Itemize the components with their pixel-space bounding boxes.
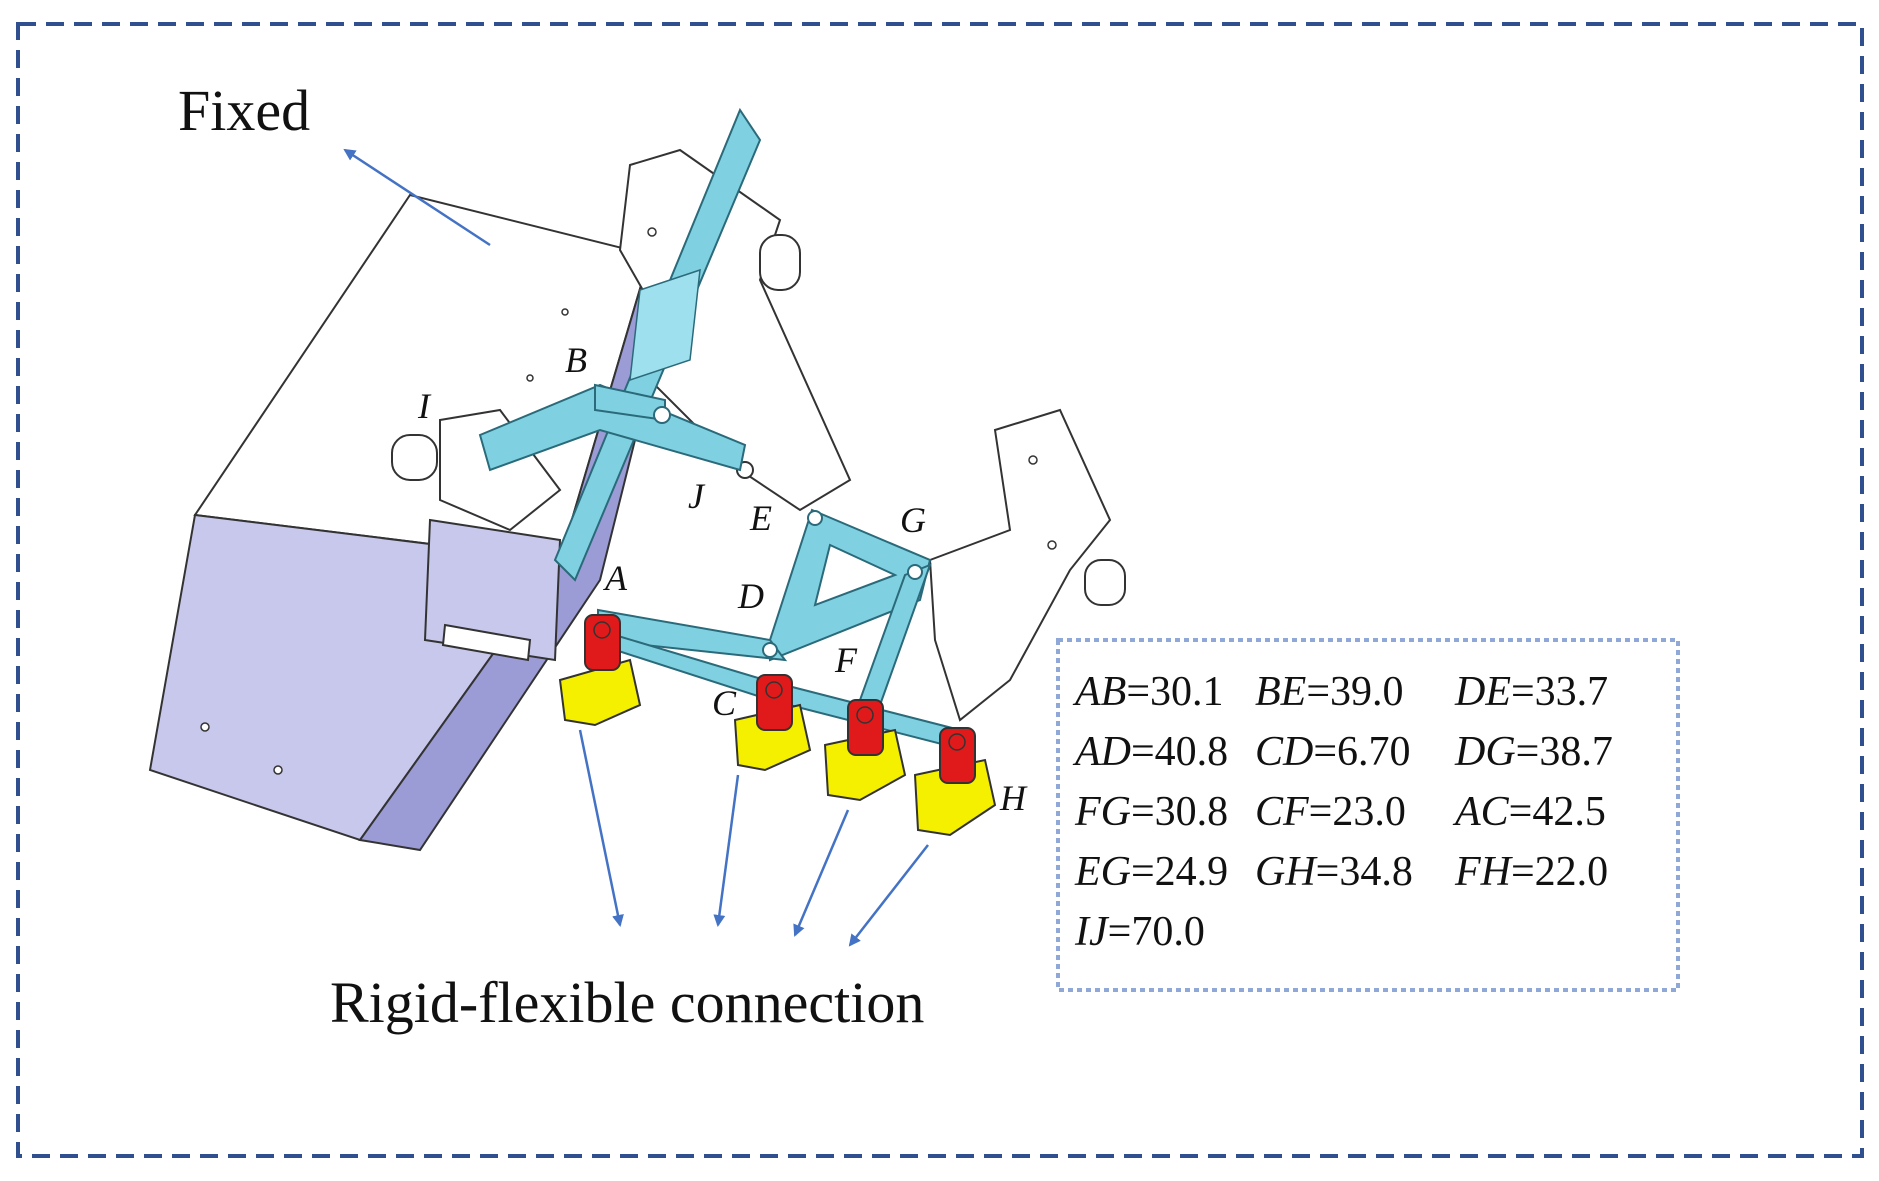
dimension-table-border (1056, 638, 1680, 992)
arrow-connection-h (848, 844, 929, 947)
dimension-value: =33.7 (1511, 669, 1608, 715)
point-label-d: D (737, 576, 764, 616)
dimension-value: =23.0 (1309, 789, 1406, 835)
dimension-ac: AC=42.5 (1452, 789, 1606, 835)
point-label-i: I (417, 386, 432, 426)
dimension-link-name: FG (1074, 789, 1131, 835)
dimension-cf: CF=23.0 (1255, 789, 1406, 835)
dimension-ab: AB=30.1 (1072, 669, 1224, 715)
point-label-h: H (999, 778, 1028, 818)
dimension-value: =30.8 (1131, 789, 1228, 835)
dimension-be: BE=39.0 (1255, 669, 1404, 715)
arrow-connection-f (793, 809, 850, 937)
arrow-fixed (343, 148, 491, 247)
left-gripper (391, 408, 562, 532)
dimension-link-name: GH (1255, 849, 1318, 895)
point-label-b: B (565, 340, 587, 380)
dimension-link-name: DG (1454, 729, 1516, 775)
point-label-c: C (712, 683, 737, 723)
dimension-link-name: FH (1454, 849, 1514, 895)
dimension-table: AB=30.1 BE=39.0 DE=33.7AD=40.8 CD=6.70 DG=38… (1072, 669, 1613, 955)
dimension-eg: EG=24.9 (1074, 849, 1228, 895)
dimension-value: =22.0 (1511, 849, 1608, 895)
dimension-link-name: CF (1255, 789, 1309, 835)
link-triangle-edg (769, 508, 932, 707)
label-fixed: Fixed (178, 78, 310, 143)
dimension-value: =40.8 (1131, 729, 1228, 775)
dimension-link-name: CD (1255, 729, 1313, 775)
pin-f (823, 699, 907, 802)
dimension-link-name: AB (1072, 669, 1126, 715)
blue-plate (553, 107, 762, 582)
dimension-fh: FH=22.0 (1454, 849, 1608, 895)
point-label-a: A (603, 558, 628, 598)
dimension-link-name: BE (1255, 669, 1306, 715)
dimension-link-name: DE (1454, 669, 1511, 715)
dimension-value: =6.70 (1313, 729, 1410, 775)
dimension-de: DE=33.7 (1454, 669, 1608, 715)
label-rigid-flexible-connection: Rigid-flexible connection (330, 970, 924, 1035)
pin-a (558, 614, 642, 727)
dimension-link-name: EG (1074, 849, 1131, 895)
dimension-fg: FG=30.8 (1074, 789, 1228, 835)
dimension-gh: GH=34.8 (1255, 849, 1413, 895)
dimension-value: =70.0 (1108, 909, 1205, 955)
upper-white-bracket (618, 148, 852, 512)
dimension-value: =38.7 (1516, 729, 1613, 775)
point-label-f: F (834, 640, 858, 680)
dimension-value: =34.8 (1316, 849, 1413, 895)
arrow-connection-a (578, 729, 624, 927)
link-ij (478, 383, 747, 472)
dimension-link-name: AD (1072, 729, 1131, 775)
dimension-value: =39.0 (1306, 669, 1403, 715)
dimension-link-name: IJ (1074, 909, 1110, 955)
point-label-e: E (749, 498, 772, 538)
dimension-dg: DG=38.7 (1454, 729, 1613, 775)
dimension-value: =24.9 (1131, 849, 1228, 895)
pin-h (913, 727, 997, 837)
point-label-g: G (900, 500, 926, 540)
dimension-link-name: AC (1452, 789, 1510, 835)
outer-dashed-frame (16, 22, 1864, 1158)
pin-c (733, 674, 812, 772)
dimension-value: =30.1 (1126, 669, 1223, 715)
dimension-value: =42.5 (1509, 789, 1606, 835)
dimension-cd: CD=6.70 (1255, 729, 1411, 775)
point-label-j: J (688, 476, 706, 516)
arrow-connection-c (713, 774, 740, 927)
dimension-ad: AD=40.8 (1072, 729, 1228, 775)
right-white-bracket (928, 408, 1126, 722)
dimension-ij: IJ=70.0 (1074, 909, 1205, 955)
